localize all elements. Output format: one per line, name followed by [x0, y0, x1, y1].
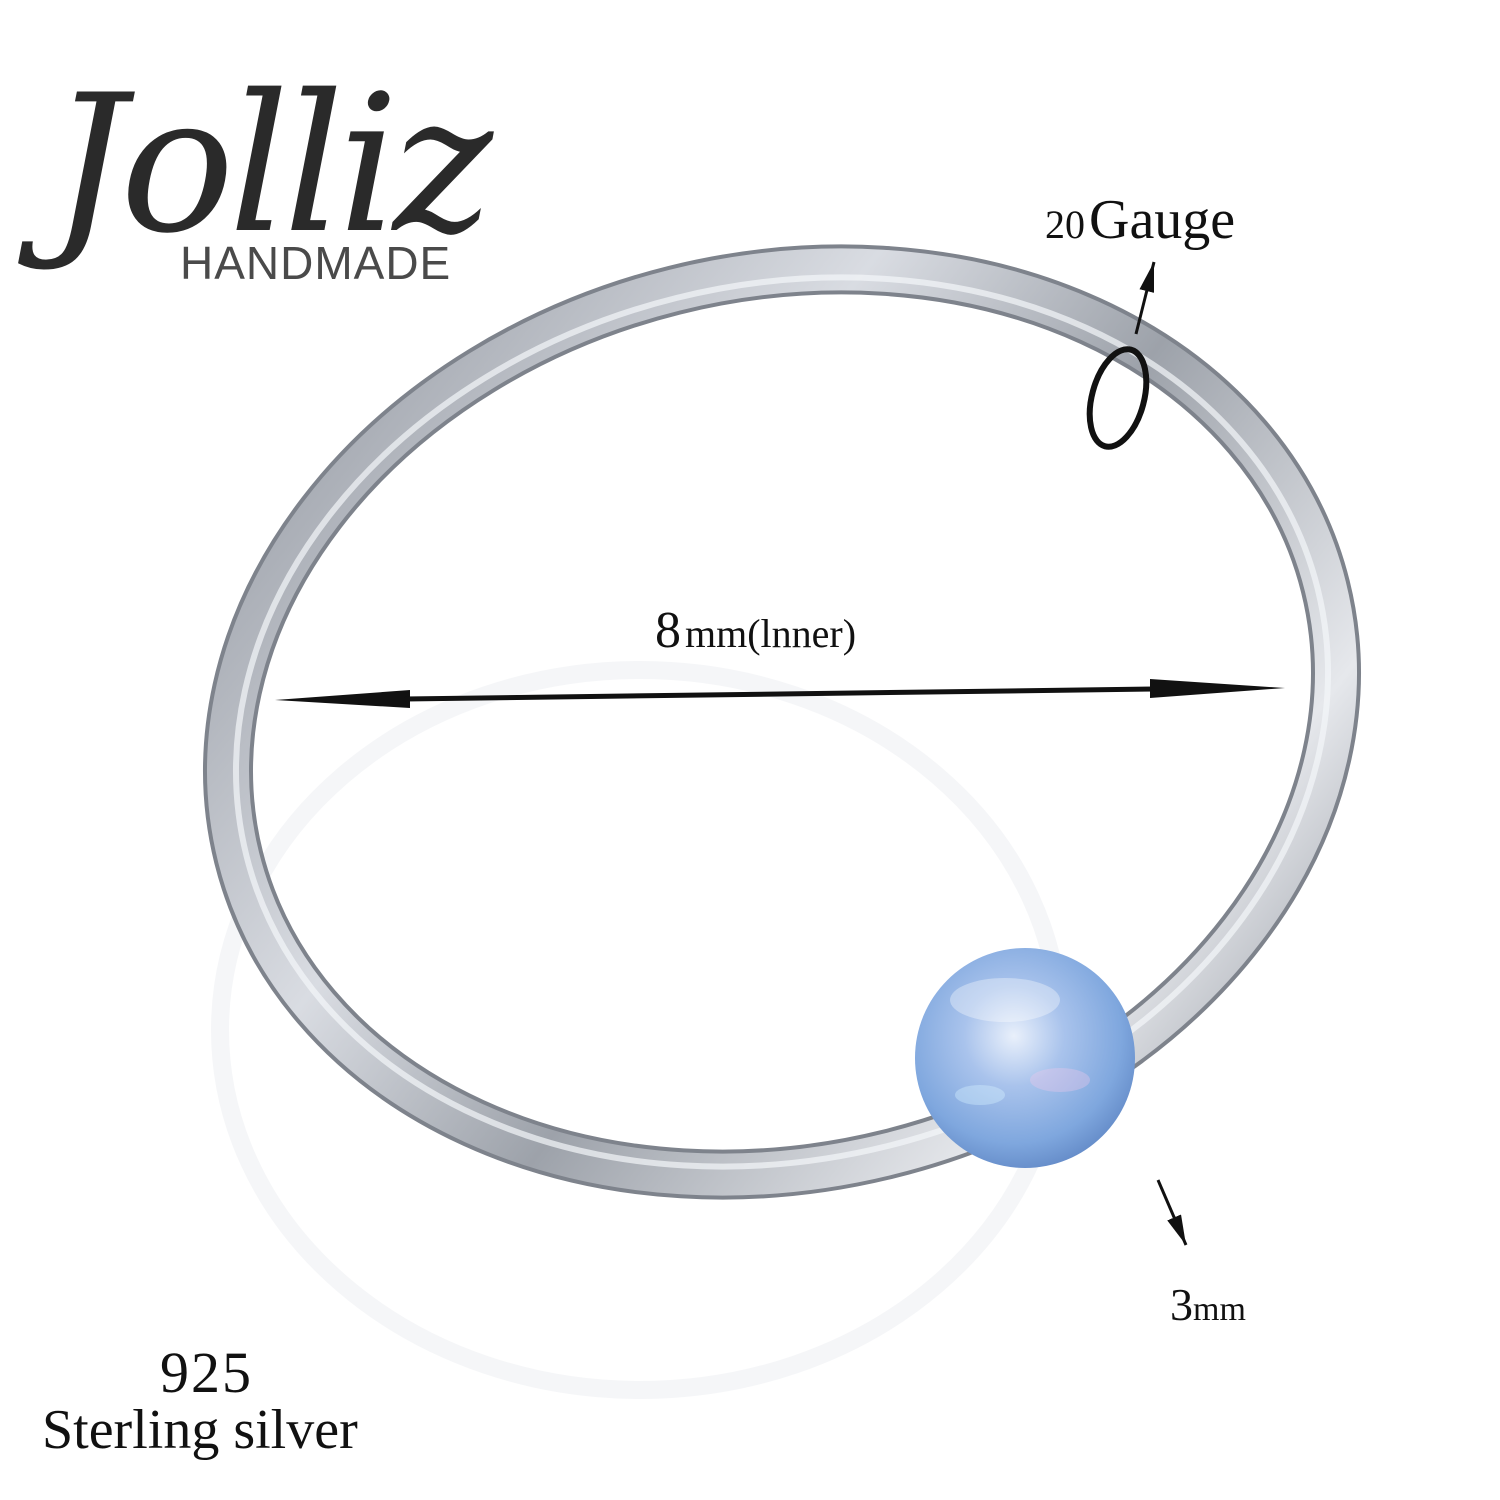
gauge-unit: Gauge: [1089, 189, 1236, 251]
bead-pointer-arrow: [1156, 1179, 1188, 1246]
brand-logo: Jolliz HANDMADE: [40, 40, 510, 290]
material-purity: 925: [160, 1340, 253, 1405]
bead-size-unit: mm: [1193, 1291, 1246, 1328]
gauge-number: 20: [1045, 202, 1085, 247]
gauge-label: 20 Gauge: [1045, 192, 1235, 248]
silver-ring: [203, 244, 1361, 1200]
inner-diameter-label: 8 mm(lnner): [655, 605, 856, 657]
opal-bead: [915, 948, 1135, 1168]
gauge-pointer-arrow: [1134, 261, 1156, 335]
gauge-crosssection-marker: [1086, 346, 1150, 450]
bead-size-number: 3: [1170, 1279, 1193, 1330]
bead-size-label: 3mm: [1170, 1282, 1246, 1328]
brand-name: Jolliz: [50, 54, 493, 275]
material-name: Sterling silver: [42, 1399, 358, 1461]
inner-diameter-unit: mm(lnner): [685, 611, 857, 656]
brand-tagline: HANDMADE: [180, 237, 452, 289]
inner-diameter-number: 8: [655, 602, 681, 659]
inner-diameter-arrow: [275, 679, 1285, 708]
